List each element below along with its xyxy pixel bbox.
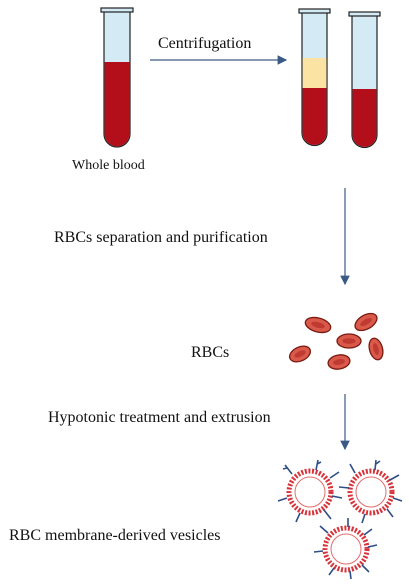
centrifugation-label: Centrifugation xyxy=(158,35,252,52)
centrifuged-tube-icon xyxy=(298,8,331,147)
hypotonic-label: Hypotonic treatment and extrusion xyxy=(48,409,271,426)
whole-blood-tube-icon xyxy=(100,7,134,148)
rbcs-label: RBCs xyxy=(191,344,230,361)
rbc-tube-icon xyxy=(348,11,381,149)
vesicles-label: RBC membrane-derived vesicles xyxy=(9,527,221,544)
whole-blood-label: Whole blood xyxy=(72,158,145,173)
vesicle-3-icon xyxy=(313,518,378,580)
separation-label: RBCs separation and purification xyxy=(54,229,268,246)
vesicle-2-icon xyxy=(338,459,403,524)
red-blood-cells-icon xyxy=(288,312,384,370)
vesicle-1-icon xyxy=(277,459,343,523)
